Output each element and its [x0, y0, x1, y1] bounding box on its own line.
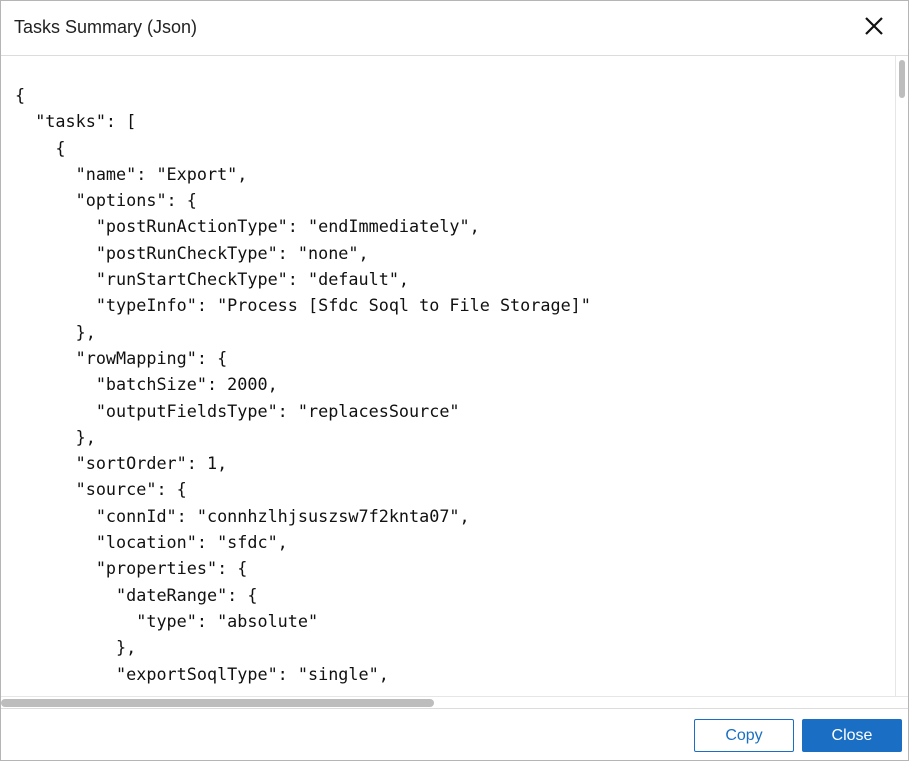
dialog-header: Tasks Summary (Json) — [1, 1, 908, 56]
json-line: "batchSize": 2000, — [15, 374, 278, 395]
json-line: "dateRange": { — [15, 584, 258, 605]
json-line: "rowMapping": { — [15, 347, 228, 368]
copy-button[interactable]: Copy — [694, 719, 794, 752]
close-button[interactable]: Close — [802, 719, 902, 752]
json-line: }, — [15, 637, 137, 658]
json-line: }, — [15, 321, 96, 342]
json-line: "exportSoqlType": "single", — [15, 663, 389, 684]
json-line: "sortOrder": 1, — [15, 453, 228, 474]
horizontal-scrollbar[interactable] — [1, 696, 908, 708]
json-line: "postRunCheckType": "none", — [15, 242, 369, 263]
json-line: "properties": { — [15, 558, 248, 579]
json-code: { "tasks": [ { "name": "Export", "option… — [15, 82, 591, 687]
json-line: { — [15, 137, 66, 158]
json-line: "tasks": [ — [15, 111, 137, 132]
vertical-scrollbar-thumb[interactable] — [899, 60, 905, 98]
json-line: "outputFieldsType": "replacesSource" — [15, 400, 460, 421]
json-line: { — [15, 85, 26, 105]
json-line: "type": "absolute" — [15, 610, 319, 631]
json-line: "connId": "connhzlhjsuszsw7f2knta07", — [15, 505, 470, 526]
json-line: "typeInfo": "Process [Sfdc Soql to File … — [15, 295, 591, 316]
json-line: "location": "sfdc", — [15, 532, 288, 553]
json-line: }, — [15, 426, 96, 447]
json-line: "postRunActionType": "endImmediately", — [15, 216, 480, 237]
json-line: "options": { — [15, 190, 197, 211]
horizontal-scrollbar-thumb[interactable] — [1, 699, 434, 707]
close-icon[interactable] — [862, 14, 886, 38]
dialog-footer: Copy Close — [1, 708, 908, 761]
json-line: "runStartCheckType": "default", — [15, 269, 410, 290]
json-viewer[interactable]: { "tasks": [ { "name": "Export", "option… — [1, 56, 908, 708]
json-line: "source": { — [15, 479, 187, 500]
json-line: "name": "Export", — [15, 163, 248, 184]
dialog-title: Tasks Summary (Json) — [14, 17, 198, 37]
vertical-scrollbar[interactable] — [895, 56, 908, 696]
